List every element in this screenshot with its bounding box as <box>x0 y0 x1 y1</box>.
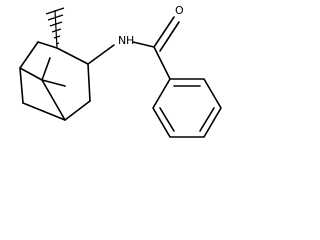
bond-c-n <box>87 44 115 65</box>
nitrogen-label: N <box>118 34 126 47</box>
hydrogen-label: H <box>126 34 134 47</box>
structure-canvas: N H O <box>0 0 243 151</box>
molecule-structure: N H O <box>19 4 222 138</box>
bond-c-o-2 <box>159 21 180 52</box>
bond-bridge-right <box>41 79 66 121</box>
bond-methyl-a <box>41 57 51 81</box>
phenyl-ring <box>152 78 222 138</box>
bond-c-phenyl <box>153 46 171 80</box>
bond-n-c <box>132 41 155 48</box>
bond-ring-top <box>37 41 58 49</box>
bond-c-o-1 <box>153 16 175 48</box>
phenyl-double-2 <box>199 107 215 132</box>
bond-ring-c1-top <box>19 41 39 69</box>
bond-ring-c5-c6 <box>22 102 66 121</box>
bond-bridge-left <box>19 67 43 81</box>
bond-ring-c4-c5 <box>64 100 91 121</box>
bond-methyl-b <box>41 79 66 87</box>
phenyl-double-3 <box>159 107 175 132</box>
bond-ring-c2-c3 <box>56 47 89 65</box>
oxygen-label: O <box>175 4 184 17</box>
bond-ring-c6-c1 <box>19 67 24 104</box>
bond-wedge-base <box>54 9 58 49</box>
bond-ring-c3-c4 <box>87 63 91 102</box>
